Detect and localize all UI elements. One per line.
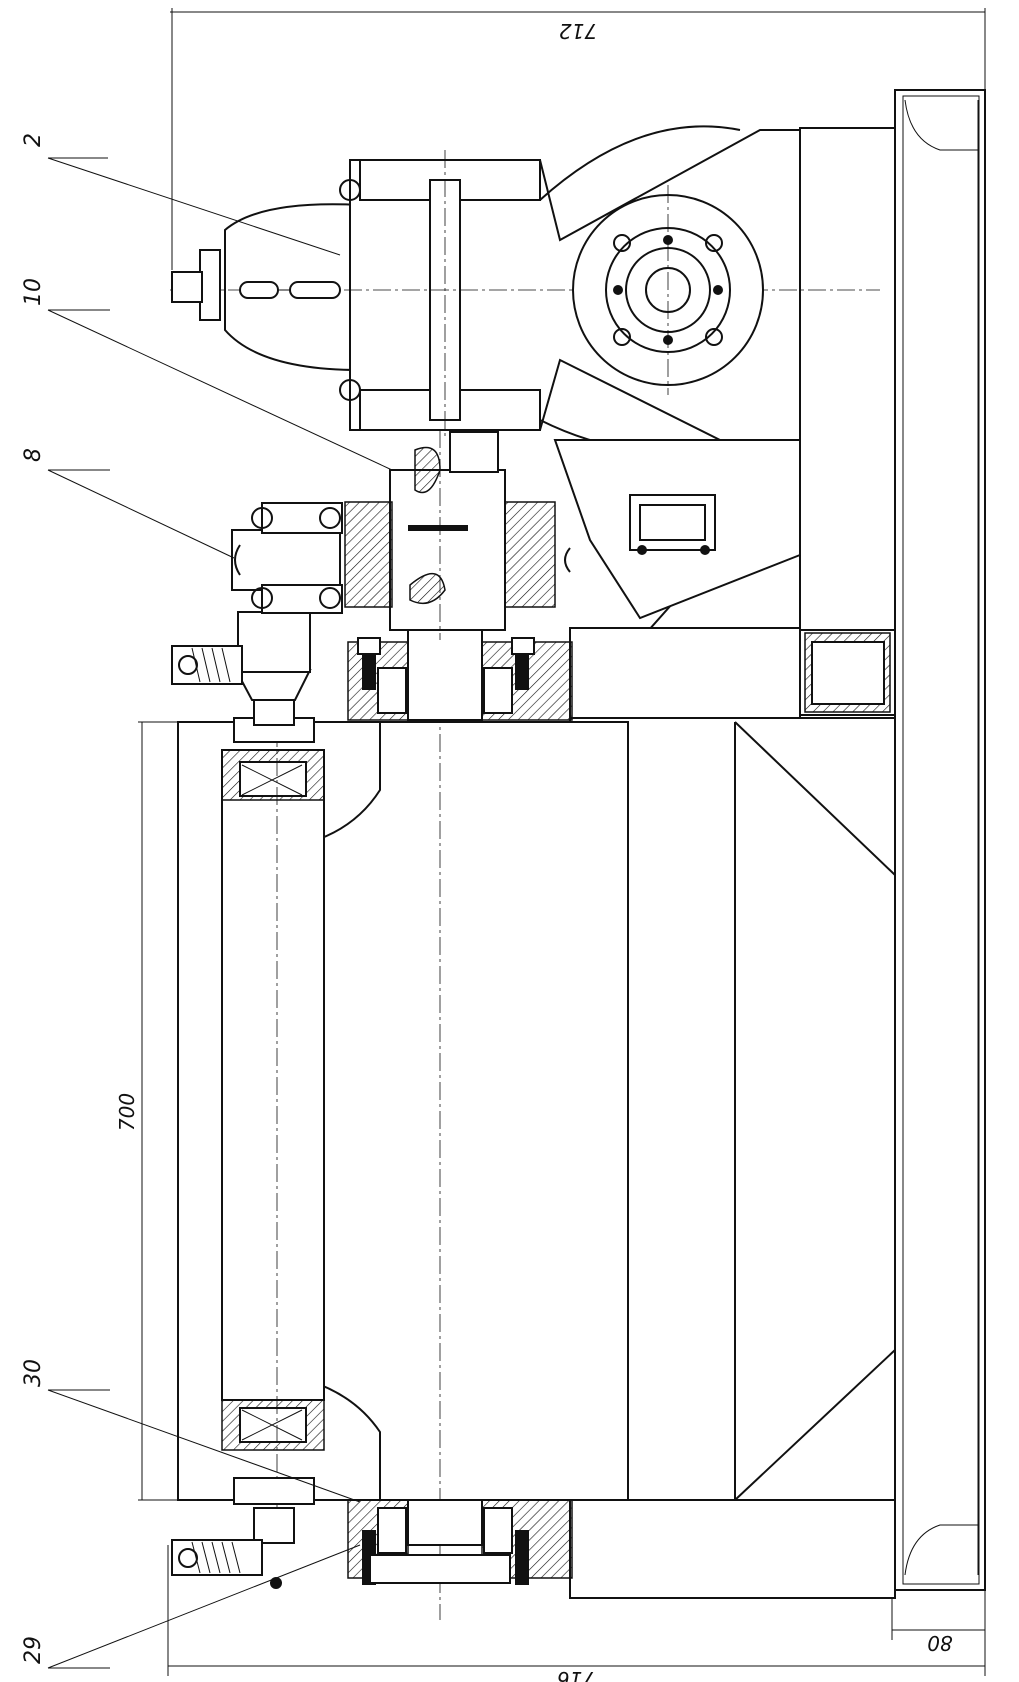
motor-mount [553,439,801,620]
top-tensioner [171,611,315,743]
bottom-bearing-housing [347,1499,573,1585]
sprocket [231,502,571,614]
dimension-80-label: 80 [927,1631,952,1655]
coupling [344,430,556,640]
dimension-bottom-80: 80 [891,1595,985,1655]
leader-30: 30 [21,1359,361,1503]
leader-29-label: 29 [21,1636,46,1664]
dimension-top-712: 712 [170,8,986,270]
channel-frame [894,89,986,1591]
leader-10-label: 10 [21,278,46,306]
leader-2: 2 [21,133,341,256]
dimension-left-700: 700 [115,721,178,1501]
gearbox [170,129,880,461]
dimension-700-label: 700 [115,1093,139,1131]
leader-8: 8 [21,448,235,559]
dimension-716-label: 716 [557,1667,595,1682]
dimension-712-label: 712 [559,19,597,43]
tension-roller [221,700,325,1520]
leader-10: 10 [21,278,393,471]
leader-8-label: 8 [21,448,46,462]
bottom-tensioner [171,1477,315,1589]
leader-2-label: 2 [21,133,46,147]
leader-30-label: 30 [21,1359,46,1387]
leader-29: 29 [21,1544,361,1669]
top-bearing-housing [347,624,573,721]
